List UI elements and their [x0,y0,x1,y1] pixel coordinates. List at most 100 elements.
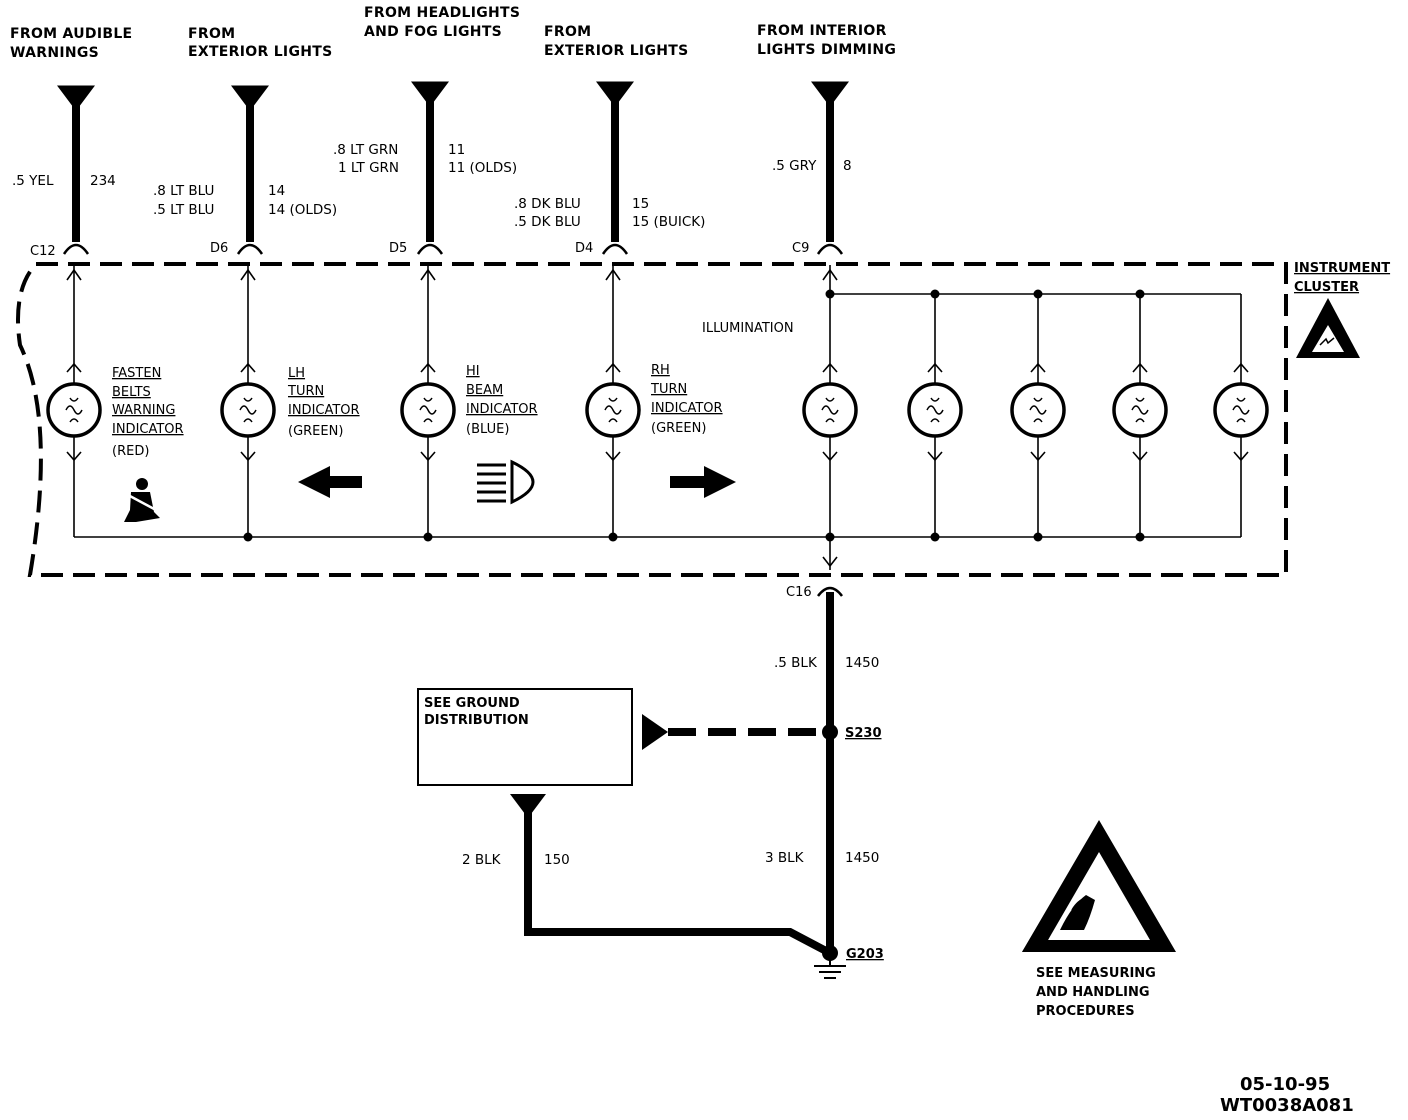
wire-c16-size: .5 BLK [774,655,818,671]
cluster-label-line2: CLUSTER [1294,280,1359,295]
ground-box-line1: SEE GROUND [424,696,520,711]
fasten-label-2: BELTS [112,385,151,400]
hi-label-color: (BLUE) [466,422,509,437]
connector-d4-hook [601,243,629,255]
wire-150-circuit: 150 [544,852,570,868]
source-headlights-line2: AND FOG LIGHTS [364,24,502,40]
esd-note-line2: AND HANDLING [1036,985,1150,1000]
indicator-labels: FASTEN BELTS WARNING INDICATOR (RED) LH … [112,321,794,459]
fasten-label-color: (RED) [112,444,149,459]
source-audible-line1: FROM AUDIBLE [10,26,132,42]
wire-1450-circuit: 1450 [845,850,879,866]
source-interior-dimming-line2: LIGHTS DIMMING [757,42,896,58]
splice-s230 [822,724,838,740]
source-audible-line2: WARNINGS [10,45,99,61]
rh-label-1: RH [651,363,670,378]
ground-circuit: .5 BLK 1450 S230 SEE GROUND DISTRIBUTION… [417,586,884,979]
s230-link-arrow [642,714,668,750]
fasten-label-3: WARNING [112,403,175,418]
seatbelt-icon [124,478,160,522]
cluster-label-line1: INSTRUMENT [1294,261,1390,276]
bulb-illumination-1 [802,382,858,438]
illumination-label: ILLUMINATION [702,321,794,336]
source-exterior-rh-line2: EXTERIOR LIGHTS [544,43,689,59]
wire-labels: .5 YEL 234 .8 LT BLU 14 .5 LT BLU 14 (OL… [12,142,852,230]
connector-c9-label: C9 [792,241,809,256]
source-interior-dimming-line1: FROM INTERIOR [757,23,887,39]
hi-label-2: BEAM [466,383,503,398]
wire-c12-source-arrow [57,85,95,111]
connector-d5-label: D5 [389,241,407,256]
wire-d4-circuit-2: 15 (BUICK) [632,214,705,230]
esd-warning-icon [1296,298,1360,358]
column-chevrons [66,268,1249,568]
bulb-illumination-5 [1213,382,1269,438]
bulb-illumination-3 [1010,382,1066,438]
wire-d5-circuit-1: 11 [448,142,465,158]
esd-note-line3: PROCEDURES [1036,1004,1135,1019]
headlight-icon [477,459,535,505]
ground-g203-point [822,945,838,961]
connector-d6-label: D6 [210,241,228,256]
bulb-illumination-4 [1112,382,1168,438]
lh-label-1: LH [288,366,305,381]
source-exterior-lh-line1: FROM [188,26,235,42]
esd-note-line1: SEE MEASURING [1036,966,1156,981]
bulb-hi-beam [400,382,456,438]
lh-label-3: INDICATOR [288,403,360,418]
source-labels: FROM AUDIBLE WARNINGS FROM EXTERIOR LIGH… [10,5,896,61]
connector-d6-hook [236,243,264,255]
esd-large-warning-icon [1022,820,1176,952]
source-exterior-rh-line1: FROM [544,24,591,40]
ground-symbol-icon [814,960,846,979]
wire-c12-circuit: 234 [90,173,116,189]
bulb-illumination-2 [907,382,963,438]
connector-labels: C12 D6 D5 D4 C9 C16 [30,241,812,600]
rh-label-3: INDICATOR [651,401,723,416]
rh-label-color: (GREEN) [651,421,706,436]
lh-label-color: (GREEN) [288,424,343,439]
connector-c12-hook [62,243,90,255]
ground-distribution-box [417,688,633,786]
wire-d5-source-arrow [411,81,449,107]
wire-d6-circuit-2: 14 (OLDS) [268,202,337,218]
wire-c9-size: .5 GRY [772,158,817,174]
connector-c16-hook [817,586,843,597]
arrow-right-icon [670,466,736,498]
connector-c12-label: C12 [30,244,56,259]
wire-d4-size-2: .5 DK BLU [514,214,581,230]
bulb-rh-turn [585,382,641,438]
incoming-wires [57,81,849,242]
wire-d6-circuit-1: 14 [268,183,285,199]
wire-c9-source-arrow [811,81,849,107]
bulbs [46,382,1269,438]
wire-c12-size: .5 YEL [12,173,54,189]
bulb-lh-turn [220,382,276,438]
wire-d5-circuit-2: 11 (OLDS) [448,160,517,176]
splice-s230-label: S230 [845,726,882,741]
wire-d6-size-2: .5 LT BLU [153,202,214,218]
junction-dots [243,289,1145,542]
wire-c9-circuit: 8 [843,158,852,174]
rh-label-2: TURN [650,382,687,397]
arrow-left-icon [298,466,362,498]
lh-label-2: TURN [287,384,324,399]
stamp-code: WT0038A081 [1220,1095,1354,1116]
hi-label-1: HI [466,364,480,379]
wire-d6-source-arrow [231,85,269,111]
source-exterior-lh-line2: EXTERIOR LIGHTS [188,44,333,60]
wire-d4-size-1: .8 DK BLU [514,196,581,212]
wire-d6-size-1: .8 LT BLU [153,183,214,199]
wire-d5-size-1: .8 LT GRN [333,142,398,158]
bulb-fasten-belts [46,382,102,438]
hi-label-3: INDICATOR [466,402,538,417]
wire-d4-source-arrow [596,81,634,107]
stamp-date: 05-10-95 [1240,1074,1330,1095]
wire-150-source-arrow [510,794,546,818]
fasten-label-4: INDICATOR [112,422,184,437]
connector-c9-hook [816,243,844,255]
wire-d5-size-2: 1 LT GRN [338,160,399,176]
wire-d4-circuit-1: 15 [632,196,649,212]
instrument-cluster-boundary [16,262,1288,577]
